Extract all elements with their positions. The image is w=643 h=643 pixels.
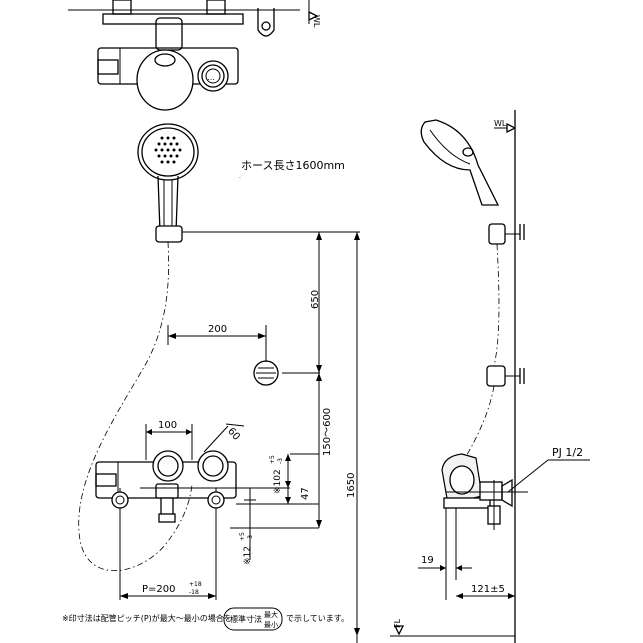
note-suffix: で示しています。 bbox=[286, 614, 349, 623]
dim-47: 47 bbox=[300, 487, 311, 500]
svg-text:最大: 最大 bbox=[264, 610, 278, 619]
svg-text:+18: +18 bbox=[189, 581, 202, 588]
hose-length-label: ホース長さ1600mm bbox=[241, 159, 345, 172]
svg-text:+5: +5 bbox=[269, 455, 276, 464]
dim-19: 19 bbox=[421, 555, 434, 566]
dim-121: 121±5 bbox=[471, 584, 505, 595]
nozzle-dots bbox=[154, 136, 182, 164]
faucet-body-front bbox=[95, 450, 290, 600]
svg-text:.: . bbox=[239, 173, 241, 180]
top-plan-view: WL … bbox=[68, 0, 321, 111]
dim-1650: 1650 bbox=[346, 473, 357, 498]
wl-top-label: WL bbox=[312, 15, 321, 28]
svg-text:-3: -3 bbox=[277, 458, 284, 464]
shower-hose-path bbox=[78, 241, 193, 572]
dim-pitch: P=200 bbox=[142, 584, 176, 595]
dim-200: 200 bbox=[208, 324, 227, 335]
wl-side-label: WL bbox=[494, 119, 507, 128]
dim-102: ※102 bbox=[273, 469, 283, 494]
dim-60: 60 bbox=[225, 426, 242, 443]
dim-100: 100 bbox=[158, 420, 177, 431]
shower-head-front bbox=[137, 123, 199, 243]
svg-text:+5: +5 bbox=[239, 532, 246, 541]
note-prefix: ※印寸法は配管ピッチ(P)が最大～最小の場合を bbox=[62, 613, 232, 623]
fl-label: FL bbox=[393, 618, 402, 628]
slide-holder-front bbox=[253, 360, 320, 386]
svg-text:-18: -18 bbox=[189, 589, 199, 596]
dim-650: 650 bbox=[310, 290, 321, 309]
side-view: WL FL PJ 1/2 bbox=[390, 110, 590, 643]
svg-text:…: … bbox=[207, 73, 215, 82]
svg-text:-3: -3 bbox=[247, 535, 254, 541]
dimension-text-front: 650 200 150～600 1650 100 60 ※102 +5 -3 4… bbox=[142, 290, 357, 596]
dimension-lines-front bbox=[120, 231, 360, 643]
footnote: ※印寸法は配管ピッチ(P)が最大～最小の場合を 標準寸法 最大 最小 で示してい… bbox=[62, 607, 349, 631]
svg-text:最小: 最小 bbox=[264, 620, 278, 629]
dim-150-600: 150～600 bbox=[322, 408, 333, 456]
dim-12: ※12 bbox=[243, 546, 253, 565]
svg-text:標準寸法: 標準寸法 bbox=[230, 614, 262, 624]
pj-label: PJ 1/2 bbox=[552, 446, 583, 459]
